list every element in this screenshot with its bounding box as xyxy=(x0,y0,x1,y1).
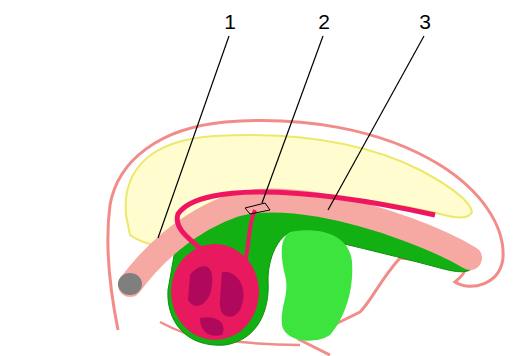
leader-line xyxy=(262,36,323,203)
callout-number: 1 xyxy=(224,11,236,32)
leader-line xyxy=(158,36,229,238)
yolk-region xyxy=(282,230,353,340)
heart-chamber xyxy=(220,272,244,317)
opening xyxy=(245,203,270,214)
heart xyxy=(171,244,259,340)
membrane xyxy=(118,273,142,295)
heart-chamber xyxy=(188,266,212,306)
vessel xyxy=(245,210,255,262)
embryo-outline xyxy=(108,121,503,355)
callout-number: 3 xyxy=(419,11,431,32)
heart-chamber xyxy=(200,317,223,335)
leader-line xyxy=(328,36,424,210)
callout-number: 2 xyxy=(318,11,330,32)
